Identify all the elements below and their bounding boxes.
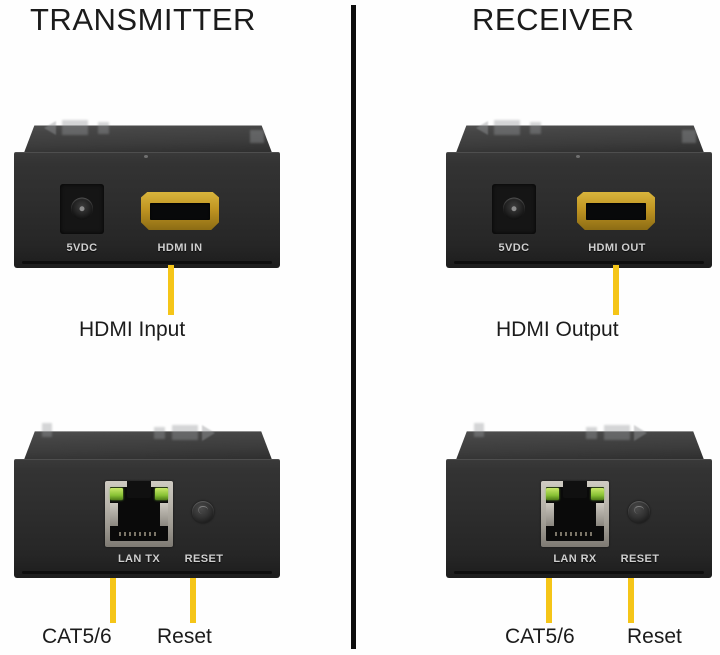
port-label-5vdc: 5VDC (498, 242, 530, 254)
port-label-5vdc: 5VDC (66, 242, 98, 254)
reset-button-icon[interactable] (628, 501, 650, 523)
port-label-hdmi-in: HDMI IN (157, 242, 203, 254)
reset-leader-line-transmitter (190, 578, 196, 623)
device-top-face (454, 413, 706, 465)
brand-arrow-icon (44, 121, 56, 135)
section-divider (351, 5, 356, 649)
rj45-port-icon (541, 481, 609, 547)
port-label-lan-tx: LAN TX (117, 553, 161, 565)
brand-arrow-icon (634, 425, 647, 441)
device-front-face: 5VDC HDMI IN (14, 152, 280, 268)
brand-logo-block (172, 425, 198, 440)
cat5-6-callout-label-transmitter: CAT5/6 (42, 625, 112, 648)
device-front-face: 5VDC HDMI OUT (446, 152, 712, 268)
brand-logo-block (604, 425, 630, 440)
reset-callout-label-transmitter: Reset (157, 625, 212, 648)
device-front-face: LAN RX RESET (446, 459, 712, 578)
reset-button-icon[interactable] (192, 501, 214, 523)
certification-mark (530, 122, 541, 134)
certification-mark (586, 427, 597, 439)
port-label-reset: RESET (620, 553, 660, 565)
hdmi-input-callout-label: HDMI Input (79, 318, 186, 341)
cat5-6-callout-label-receiver: CAT5/6 (505, 625, 575, 648)
model-label-block (42, 423, 52, 437)
device-front-face: LAN TX RESET (14, 459, 280, 578)
transmitter-front-device: 5VDC HDMI IN (14, 108, 280, 268)
device-top-face (22, 413, 274, 465)
chassis-screw-dimple (576, 155, 580, 158)
receiver-section-title: RECEIVER (472, 2, 635, 37)
model-label-block (682, 130, 696, 143)
hdmi-port-icon (577, 192, 655, 230)
certification-mark (154, 427, 165, 439)
device-top-face (454, 108, 706, 158)
model-label-block (250, 130, 264, 143)
reset-callout-label-receiver: Reset (627, 625, 682, 648)
receiver-front-device: 5VDC HDMI OUT (446, 108, 712, 268)
port-label-reset: RESET (184, 553, 224, 565)
cat5-6-leader-line-transmitter (110, 578, 116, 623)
hdmi-port-icon (141, 192, 219, 230)
hdmi-output-callout-label: HDMI Output (496, 318, 619, 341)
dc-power-jack-icon (60, 184, 104, 234)
model-label-block (474, 423, 484, 437)
chassis-screw-dimple (144, 155, 148, 158)
cat5-6-leader-line-receiver (546, 578, 552, 623)
brand-logo-block (494, 120, 520, 135)
receiver-rear-device: LAN RX RESET (446, 413, 712, 578)
brand-arrow-icon (202, 425, 215, 441)
reset-leader-line-receiver (628, 578, 634, 623)
brand-arrow-icon (476, 121, 488, 135)
hdmi-input-leader-line (168, 265, 174, 315)
certification-mark (98, 122, 109, 134)
transmitter-rear-device: LAN TX RESET (14, 413, 280, 578)
transmitter-section-title: TRANSMITTER (30, 2, 256, 37)
brand-logo-block (62, 120, 88, 135)
port-label-hdmi-out: HDMI OUT (588, 242, 646, 254)
device-top-face (22, 108, 274, 158)
rj45-port-icon (105, 481, 173, 547)
hdmi-output-leader-line (613, 265, 619, 315)
port-label-lan-rx: LAN RX (553, 553, 597, 565)
dc-power-jack-icon (492, 184, 536, 234)
